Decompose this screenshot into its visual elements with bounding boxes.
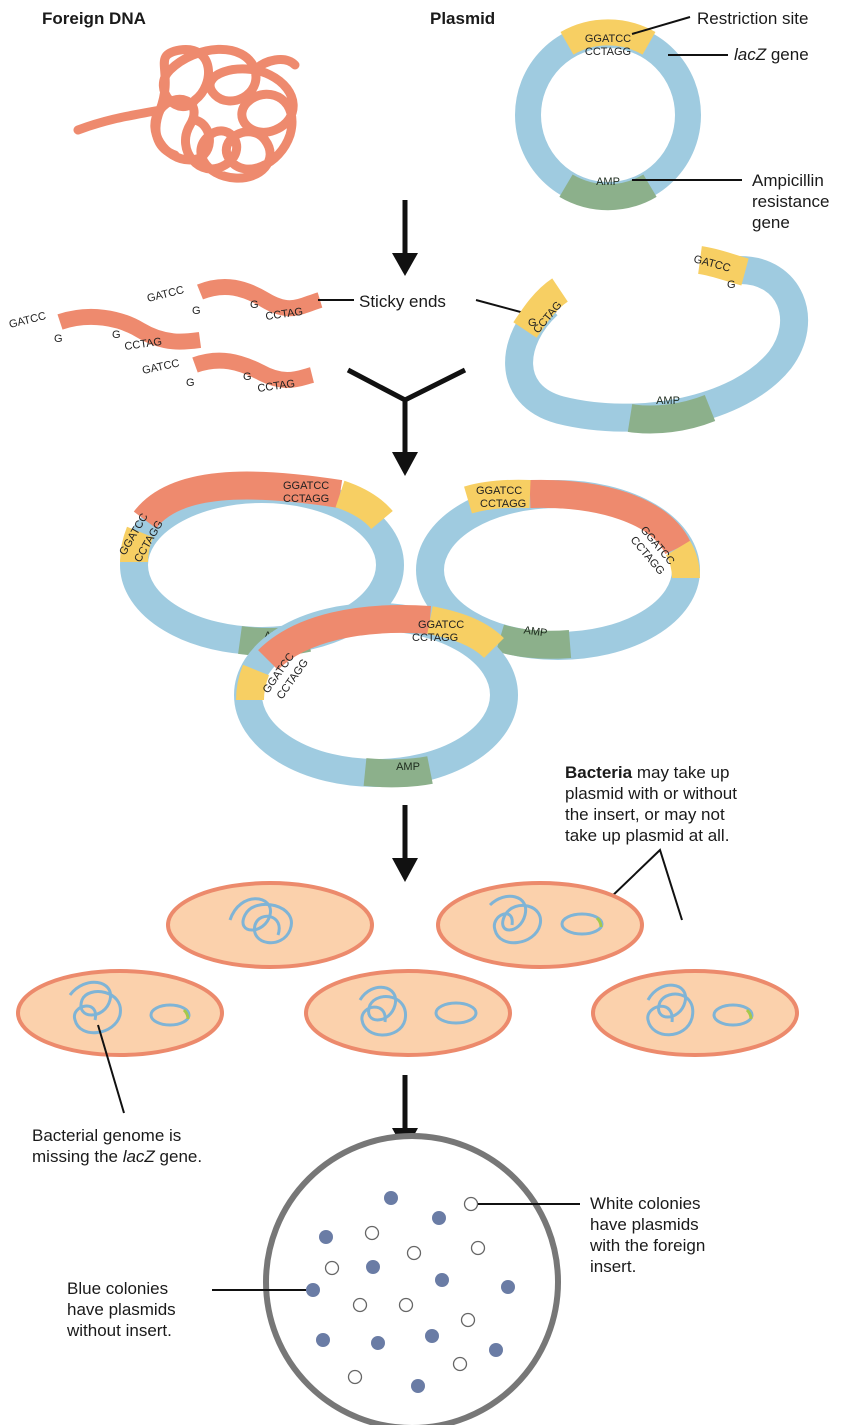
plasmid-header: Plasmid	[430, 9, 495, 28]
seq-cctagg: CCTAGG	[585, 46, 631, 58]
fragment-2-g-left: G	[192, 305, 201, 317]
right-plasmid-ggatcc: GGATCC	[476, 485, 522, 497]
fragment-2-g-right: G	[250, 299, 259, 311]
dna-fragment-3: GATCC G G CCTAG	[141, 357, 312, 395]
fragment-3-g-right: G	[243, 371, 252, 383]
white-colonies-line1: White colonies	[590, 1194, 701, 1213]
bacteria-label-line1: Bacteria may take up	[565, 763, 729, 782]
opened-amp-label: AMP	[656, 395, 680, 407]
bacteria-label-line3: the insert, or may not	[565, 805, 725, 824]
ampicillin-label-line1: Ampicillin	[752, 171, 824, 190]
foreign-dna-tangle	[78, 49, 295, 178]
blue-colonies-line3: without insert.	[66, 1321, 172, 1340]
bottom-plasmid-cctagg: CCTAGG	[412, 632, 458, 644]
bacteria-label-line4: take up plasmid at all.	[565, 826, 729, 845]
arrow-ligate	[348, 370, 465, 476]
genome-label-line2: missing the lacZ gene.	[32, 1147, 202, 1166]
plasmid-ring: GGATCC CCTAGG AMP	[528, 32, 688, 197]
bottom-plasmid-amp: AMP	[396, 761, 420, 773]
genome-label-line1: Bacterial genome is	[32, 1126, 181, 1145]
dna-fragment-1: GATCC G G CCTAG	[8, 310, 200, 353]
amp-label: AMP	[596, 176, 620, 188]
sticky-ends-label: Sticky ends	[359, 292, 446, 311]
bottom-plasmid-ggatcc: GGATCC	[418, 619, 464, 631]
fragment-1-g-left: G	[54, 333, 63, 345]
fragment-1-g-right: G	[112, 329, 121, 341]
sticky-ends-leader-right	[476, 300, 528, 314]
fragment-1-gatcc: GATCC	[8, 310, 48, 331]
opened-g-right: G	[727, 279, 736, 291]
fragment-3-gatcc: GATCC	[141, 357, 180, 377]
left-plasmid-cctagg: CCTAGG	[283, 493, 329, 505]
petri-dish	[266, 1136, 558, 1425]
recombinant-plasmid-bottom: GGATCC CCTAGG GGATCC CCTAGG AMP	[248, 617, 504, 773]
blue-colonies-line2: have plasmids	[67, 1300, 176, 1319]
seq-ggatcc: GGATCC	[585, 33, 631, 45]
restriction-site-label: Restriction site	[697, 9, 808, 28]
bacteria-label-line2: plasmid with or without	[565, 784, 737, 803]
bacterium-mid-right	[593, 971, 797, 1055]
ampicillin-label-line2: resistance	[752, 192, 829, 211]
fragment-3-g-left: G	[186, 377, 195, 389]
bacterium-mid-left	[18, 971, 222, 1055]
opened-plasmid: G CCTAG GATCC G AMP	[519, 253, 794, 419]
arrow-cut	[392, 200, 418, 276]
fragment-1-cctag: CCTAG	[124, 336, 163, 353]
white-colonies-line4: insert.	[590, 1257, 636, 1276]
blue-colonies-line1: Blue colonies	[67, 1279, 168, 1298]
right-plasmid-cctagg: CCTAGG	[480, 498, 526, 510]
bacterium-top-left	[168, 883, 372, 967]
foreign-dna-header: Foreign DNA	[42, 9, 146, 28]
bacterium-top-right	[438, 883, 642, 967]
arrow-transform	[392, 805, 418, 882]
dna-fragment-2: GATCC G G CCTAG	[146, 284, 320, 323]
left-plasmid-ggatcc: GGATCC	[283, 480, 329, 492]
fragment-2-gatcc: GATCC	[146, 284, 186, 305]
lacz-gene-label: lacZ gene	[734, 45, 809, 64]
white-colonies-line3: with the foreign	[589, 1236, 705, 1255]
white-colonies-line2: have plasmids	[590, 1215, 699, 1234]
bacterium-mid-center	[306, 971, 510, 1055]
ampicillin-label-line3: gene	[752, 213, 790, 232]
